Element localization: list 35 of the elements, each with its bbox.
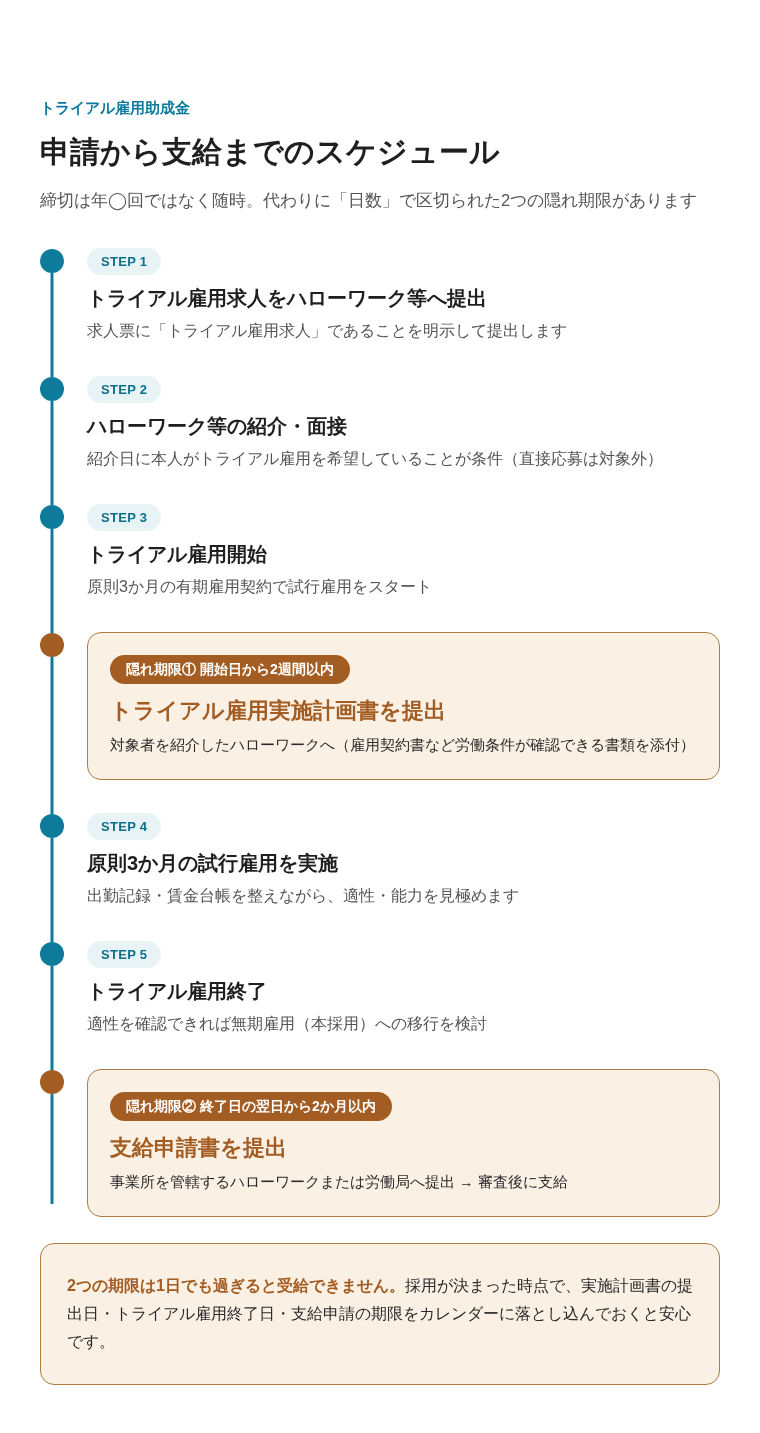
deadline-heading: トライアル雇用実施計画書を提出 — [110, 697, 447, 725]
step-badge: STEP 1 — [87, 248, 162, 275]
deadline-heading: 支給申請書を提出 — [110, 1134, 288, 1162]
timeline-line — [50, 838, 54, 942]
note-card — [40, 1243, 720, 1385]
timeline-line — [50, 401, 54, 505]
step-description: 紹介日に本人がトライアル雇用を希望していることが条件（直接応募は対象外） — [87, 449, 664, 469]
category-label: トライアル雇用助成金 — [40, 98, 191, 118]
note-text: 2つの期限は1日でも過ぎると受給できません。採用が決まった時点で、実施計画書の提出日・トライアル雇用終了日・支給申請の期限をカレンダーに落とし込んでおくと安心です。 — [67, 1276, 693, 1352]
page-title: 申請から支給までのスケジュール — [40, 134, 501, 170]
timeline-line — [50, 529, 54, 633]
step-description: 求人票に「トライアル雇用求人」であることを明示して提出します — [87, 321, 568, 341]
timeline-line — [50, 273, 54, 377]
deadline-badge: 隠れ期限① 開始日から2週間以内 — [110, 655, 350, 684]
step-heading: ハローワーク等の紹介・面接 — [87, 414, 348, 439]
step-heading: 原則3か月の試行雇用を実施 — [87, 851, 340, 876]
step-badge: STEP 2 — [87, 376, 162, 403]
step-description: 原則3か月の有期雇用契約で試行雇用をスタート — [87, 577, 433, 597]
deadline-description: 対象者を紹介したハローワークへ（雇用契約書など労働条件が確認できる書類を添付） — [110, 736, 696, 755]
step-description: 出勤記録・賃金台帳を整えながら、適性・能力を見極めます — [87, 886, 520, 906]
subtitle-text: 締切は年◯回ではなく随時。代わりに「日数」で区切られた2つの隠れ期限があります — [40, 190, 699, 212]
deadline-description: 事業所を管轄するハローワークまたは労働局へ提出 → 審査後に支給 — [110, 1173, 569, 1192]
step-heading: トライアル雇用終了 — [87, 979, 268, 1004]
timeline-line — [50, 966, 54, 1070]
deadline-card — [87, 1069, 720, 1217]
step-badge: STEP 5 — [87, 941, 162, 968]
deadline-badge: 隠れ期限② 終了日の翌日から2か月以内 — [110, 1092, 392, 1121]
timeline-line — [50, 657, 54, 814]
step-heading: トライアル雇用開始 — [87, 542, 268, 567]
step-badge: STEP 3 — [87, 504, 162, 531]
step-badge: STEP 4 — [87, 813, 162, 840]
step-description: 適性を確認できれば無期雇用（本採用）への移行を検討 — [87, 1014, 488, 1034]
deadline-card — [87, 632, 720, 780]
step-heading: トライアル雇用求人をハローワーク等へ提出 — [87, 286, 488, 311]
timeline-line — [50, 1094, 54, 1204]
